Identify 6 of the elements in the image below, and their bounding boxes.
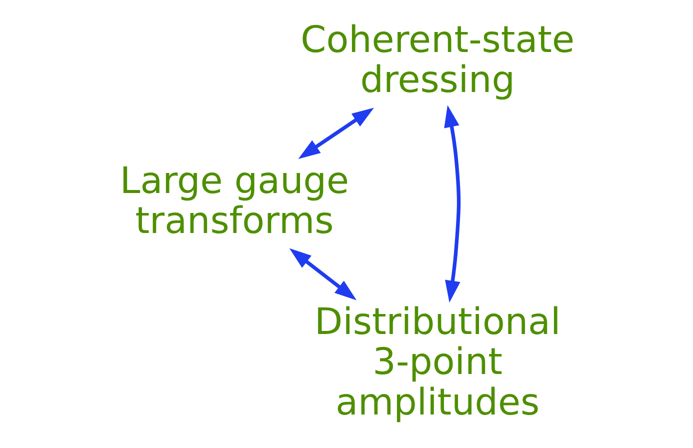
arrow <box>444 105 460 303</box>
node-text: Large gauge transforms <box>119 158 349 242</box>
node-text: Coherent-state dressing <box>300 18 574 102</box>
arrow <box>288 248 356 300</box>
node-text: Distributional 3-point amplitudes <box>314 300 560 424</box>
arrow <box>298 108 374 159</box>
